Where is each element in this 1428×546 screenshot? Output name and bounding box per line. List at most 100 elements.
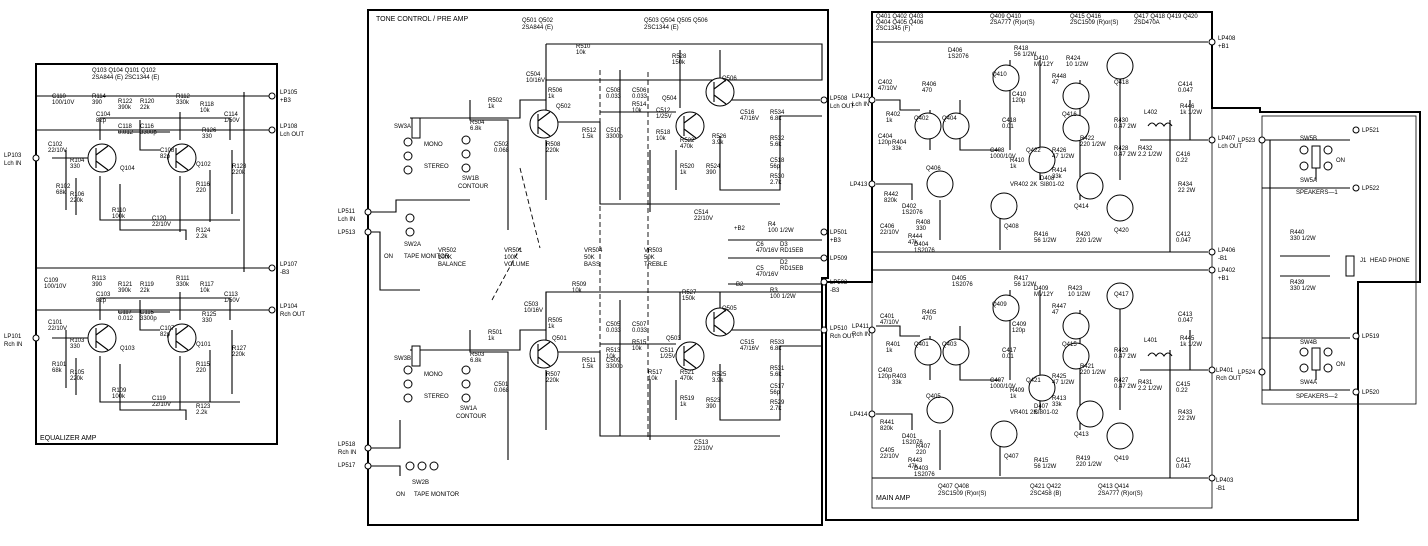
vr401-label: VR401 2K <box>1010 410 1037 416</box>
component-label: Q420 <box>1114 228 1129 234</box>
lp509-label: LP509 <box>830 256 848 262</box>
sw1b-label: SW1B <box>462 176 479 182</box>
on-label-sp1: ON <box>1336 158 1345 164</box>
tone-control-board <box>367 9 829 526</box>
lp521-label: LP521 <box>1362 128 1380 134</box>
lch-in-label: Lch IN <box>4 161 21 167</box>
lp518-sub: Rch IN <box>338 450 356 456</box>
component-label: Q403 <box>942 342 957 348</box>
vr402-label: VR402 2K <box>1010 182 1037 188</box>
component-label: Q504 <box>662 96 677 102</box>
sw2b-label: SW2B <box>412 480 429 486</box>
lp407-label: LP407 <box>1218 136 1236 142</box>
main-terminals <box>868 38 1216 482</box>
sw4b-label: SW4B <box>1300 340 1317 346</box>
on-label-sp2: ON <box>1336 362 1345 368</box>
lp402-sub: +B1 <box>1218 276 1230 282</box>
speaker-switches <box>1299 145 1355 373</box>
lp406-label: LP406 <box>1218 248 1236 254</box>
lp414-label: LP414 <box>850 412 868 418</box>
b3-label: +B3 <box>280 98 292 104</box>
pre-tone-links <box>491 70 649 440</box>
component-label: Q415 <box>1062 342 1077 348</box>
lp510-label: LP510 <box>830 326 848 332</box>
lp502-sub: -B3 <box>830 288 840 294</box>
speakers2-label: SPEAKERS—2 <box>1296 394 1338 400</box>
lp401-sub: Rch OUT <box>1216 376 1241 382</box>
main-amp-inner <box>871 11 1213 509</box>
component-label: Q401 <box>914 342 929 348</box>
speakers1-label: SPEAKERS—1 <box>1296 190 1338 196</box>
component-label: Q506 <box>722 76 737 82</box>
tape-monitor-b: TAPE MONITOR <box>414 492 460 498</box>
lp517-label: LP517 <box>338 463 356 469</box>
component-label: Q405 <box>926 394 941 400</box>
main-inductors <box>1147 122 1173 357</box>
lp101-label: LP101 <box>4 334 22 340</box>
lp510-sub: Rch OUT <box>830 334 855 340</box>
lp412-sub: Lch IN <box>852 102 869 108</box>
component-label: Q422 <box>1026 148 1041 154</box>
lp411-sub: Rch IN <box>852 332 870 338</box>
lp524-label: LP524 <box>1238 370 1256 376</box>
sw5a-label: SW5A <box>1300 178 1317 184</box>
component-label: Q414 <box>1074 204 1089 210</box>
on-label-b: ON <box>396 492 405 498</box>
main-transistors <box>914 52 1134 450</box>
component-label: Q404 <box>942 116 957 122</box>
component-label: Q501 <box>552 336 567 342</box>
component-label: Q505 <box>722 306 737 312</box>
lp513-label: LP513 <box>338 230 356 236</box>
lp107-label: LP107 <box>280 262 298 268</box>
